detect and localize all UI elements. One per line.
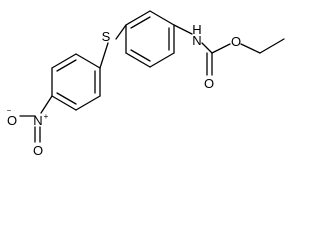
bond (125, 10, 151, 26)
nitro-oxygen-charge: − (7, 106, 12, 115)
nitro-nitrogen-label: N (33, 113, 42, 128)
bond (99, 42, 109, 69)
bond (149, 52, 175, 68)
carbonyl-oxygen-label: O (204, 76, 214, 91)
bond (211, 43, 231, 54)
nitro-oxygen-single-label: O (7, 113, 17, 128)
double-bond (130, 16, 151, 29)
double-bond (130, 49, 151, 62)
sulfur-atom-label: S (102, 29, 111, 44)
double-bond (56, 92, 77, 105)
nitro-nitrogen-charge: + (44, 112, 49, 121)
bond (173, 24, 193, 35)
chemical-structure: S H N O O N + O − O (7, 10, 285, 158)
nh-hydrogen-label: H (192, 22, 201, 37)
bond (201, 42, 213, 54)
right-benzene-ring (125, 10, 175, 68)
left-benzene-ring (51, 53, 101, 111)
bond (75, 95, 101, 111)
ester-oxygen-label: O (231, 34, 241, 49)
bond (51, 53, 77, 69)
bond (125, 52, 151, 68)
bond (75, 53, 101, 69)
amide-nitrogen-label: N (192, 33, 201, 48)
bond (149, 10, 175, 26)
double-bond (56, 59, 77, 72)
bond (259, 38, 285, 54)
bond (115, 24, 127, 40)
nitro-oxygen-double-label: O (33, 143, 43, 158)
bond (40, 95, 53, 114)
bond (240, 43, 261, 54)
bond (51, 95, 77, 111)
